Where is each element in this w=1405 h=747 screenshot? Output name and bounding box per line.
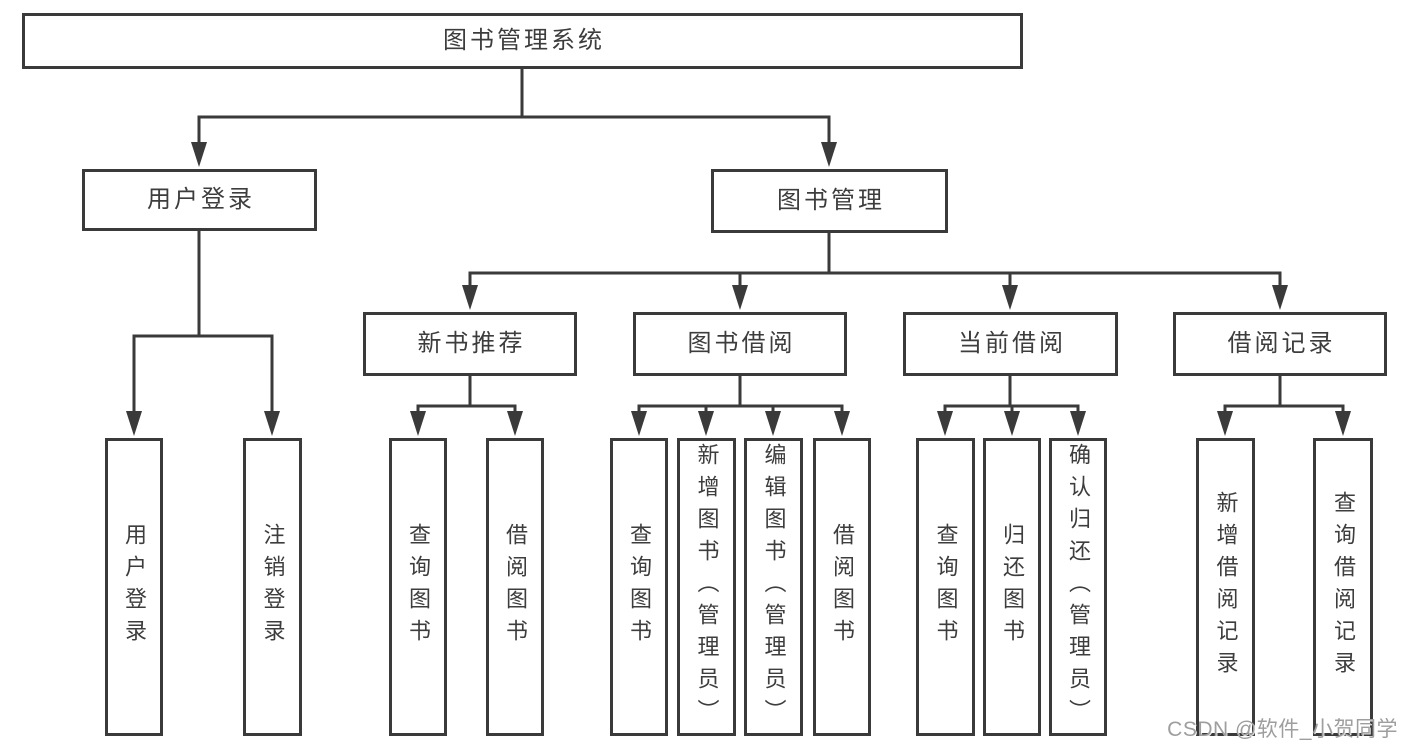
arrowhead-icon [1217,411,1233,436]
node-user-login: 用户登录 [82,169,317,231]
node-query-books-current: 查询图书 [916,438,975,736]
node-query-books-borrowing: 查询图书 [610,438,668,736]
arrowhead-icon [1335,411,1351,436]
arrowhead-icon [410,411,426,436]
node-current-borrowing-label: 当前借阅 [958,330,1066,357]
node-new-book-recommendation: 新书推荐 [363,312,577,376]
arrowhead-icon [834,411,850,436]
node-edit-books-admin: 编辑图书（管理员） [744,438,803,736]
arrowhead-icon [765,411,781,436]
node-query-borrow-record: 查询借阅记录 [1313,438,1373,736]
node-borrowing-records: 借阅记录 [1173,312,1387,376]
node-borrowing-records-label: 借阅记录 [1227,330,1336,357]
node-logout-action-label: 注销登录 [260,523,286,651]
node-book-management: 图书管理 [711,169,948,233]
arrowhead-icon [191,142,207,167]
node-return-books-label: 归还图书 [1000,523,1025,651]
node-query-books-recommend: 查询图书 [389,438,447,736]
node-current-borrowing: 当前借阅 [903,312,1118,376]
node-borrow-books-borrowing-label: 借阅图书 [830,523,855,651]
arrowhead-icon [1004,411,1020,436]
node-book-management-label: 图书管理 [777,187,885,214]
arrowhead-icon [507,411,523,436]
node-borrow-books-recommend: 借阅图书 [486,438,544,736]
node-new-book-recommendation-label: 新书推荐 [417,330,526,357]
node-user-login-action-label: 用户登录 [122,523,147,651]
node-root-label: 图书管理系统 [443,27,605,54]
node-query-books-current-label: 查询图书 [933,523,959,651]
arrowhead-icon [462,285,478,310]
node-root: 图书管理系统 [22,13,1023,69]
node-add-borrow-record: 新增借阅记录 [1196,438,1255,736]
node-confirm-return-admin: 确认归还（管理员） [1049,438,1107,736]
node-borrow-books-recommend-label: 借阅图书 [503,523,528,651]
arrowhead-icon [631,411,647,436]
node-book-borrowing-label: 图书借阅 [687,330,796,357]
node-add-books-admin: 新增图书（管理员） [677,438,736,736]
node-add-books-admin-label: 新增图书（管理员） [694,443,720,731]
node-return-books: 归还图书 [983,438,1041,736]
node-query-borrow-record-label: 查询借阅记录 [1331,491,1356,683]
node-user-login-label: 用户登录 [147,186,255,213]
arrowhead-icon [937,411,953,436]
arrowhead-icon [698,411,714,436]
node-edit-books-admin-label: 编辑图书（管理员） [761,443,787,731]
arrowhead-icon [732,285,748,310]
node-query-books-borrowing-label: 查询图书 [627,523,652,651]
node-query-books-recommend-label: 查询图书 [406,523,431,651]
watermark: CSDN @软件_小贺同学 [1167,718,1398,741]
arrowhead-icon [264,411,280,436]
node-add-borrow-record-label: 新增借阅记录 [1213,491,1239,683]
arrowhead-icon [1070,411,1086,436]
arrowhead-icon [1002,285,1018,310]
node-confirm-return-admin-label: 确认归还（管理员） [1066,443,1091,731]
node-user-login-action: 用户登录 [105,438,163,736]
node-logout-action: 注销登录 [243,438,302,736]
arrowhead-icon [126,411,142,436]
node-book-borrowing: 图书借阅 [633,312,847,376]
arrowhead-icon [1272,285,1288,310]
node-borrow-books-borrowing: 借阅图书 [813,438,871,736]
arrowhead-icon [821,142,837,167]
